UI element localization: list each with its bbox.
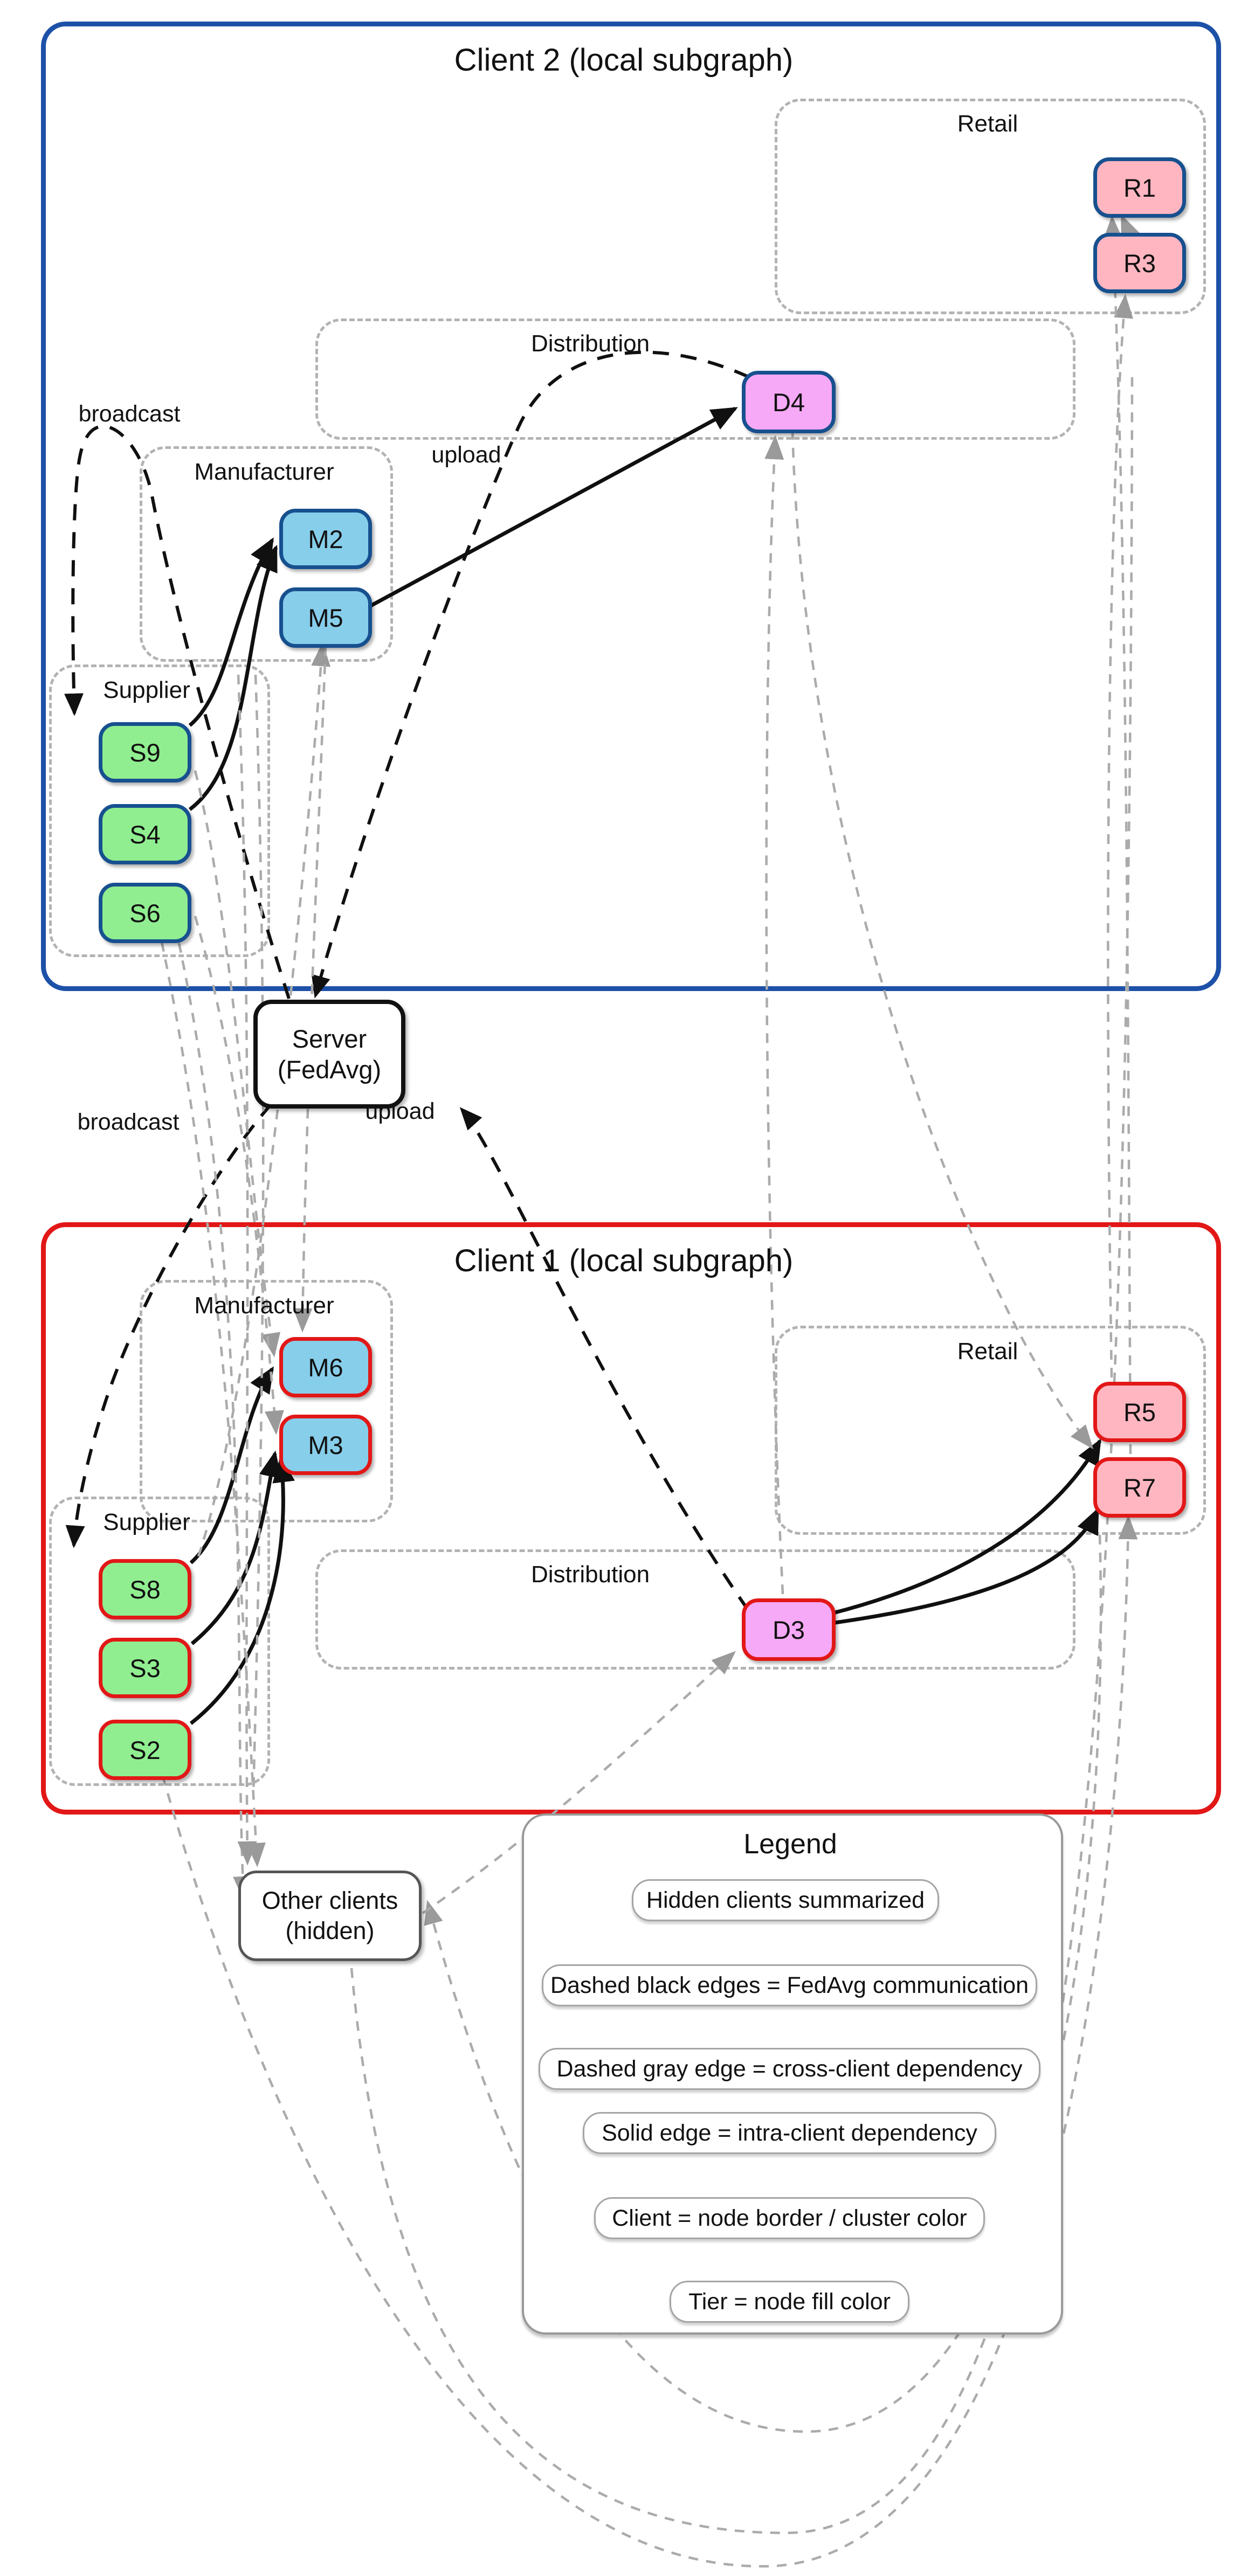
edge-s6-m3 <box>194 916 284 1435</box>
edge-broadcast-client1 <box>65 1103 273 1548</box>
edge-r7-other-bottom-loop <box>424 1534 1102 2433</box>
edge-label-broadcast-bottom: broadcast <box>77 1109 180 1135</box>
node-S3: S3 <box>99 1638 191 1698</box>
edge-upload-client1 <box>459 1107 750 1611</box>
edge-s3-m3 <box>190 1450 282 1645</box>
cluster-label-client1-manufacturer: Manufacturer <box>194 1292 334 1319</box>
edge-supplier2-other-a <box>160 941 266 1867</box>
node-S8: S8 <box>99 1559 191 1619</box>
other-clients-label-line1: Other clients <box>261 1886 398 1914</box>
edge-d3-r5 <box>831 1438 1102 1616</box>
edge-s4-m6 <box>194 770 281 1358</box>
other-clients-label-line2: (hidden) <box>285 1917 375 1944</box>
node-other-clients: Other clients (hidden) <box>238 1871 422 1961</box>
legend-item-hidden-clients: Hidden clients summarized <box>632 1879 939 1921</box>
edge-r7-r1 <box>1103 215 1132 1455</box>
node-D4: D4 <box>742 371 836 433</box>
legend-item-client-color: Client = node border / cluster color <box>594 2197 985 2239</box>
node-R5: R5 <box>1093 1382 1186 1442</box>
legend-item-fedavg-edges: Dashed black edges = FedAvg communicatio… <box>542 1964 1037 2006</box>
node-R1: R1 <box>1093 157 1186 218</box>
cluster-client2-manufacturer <box>140 446 393 662</box>
node-D3: D3 <box>742 1598 836 1661</box>
edge-label-broadcast-top: broadcast <box>78 401 181 427</box>
node-R7: R7 <box>1093 1457 1186 1518</box>
client1-title: Client 1 (local subgraph) <box>454 1243 794 1278</box>
edge-broadcast-client2 <box>64 425 291 999</box>
node-M6: M6 <box>279 1337 372 1397</box>
cluster-client1-supplier <box>49 1497 270 1786</box>
edge-s2-m3 <box>189 1456 295 1725</box>
node-S2: S2 <box>99 1720 191 1780</box>
edge-other-d3 <box>422 1651 736 1914</box>
legend-item-intra-client-edges: Solid edge = intra-client dependency <box>583 2112 996 2154</box>
client2-box <box>41 22 1221 991</box>
cluster-client2-retail <box>775 99 1206 314</box>
edge-bundle-d <box>252 674 265 1795</box>
edge-upload-client2 <box>311 350 750 999</box>
edge-bundle-other-c <box>237 674 257 1866</box>
edge-s8-m6 <box>189 1366 274 1564</box>
node-R3: R3 <box>1093 233 1186 293</box>
edge-d3-r7 <box>831 1507 1100 1625</box>
node-S6: S6 <box>99 883 191 943</box>
cluster-label-client1-supplier: Supplier <box>103 1509 190 1535</box>
legend-title: Legend <box>743 1829 837 1860</box>
cluster-label-client2-retail: Retail <box>957 110 1018 137</box>
server-label-line2: (FedAvg) <box>277 1055 382 1084</box>
node-S9: S9 <box>99 722 191 783</box>
cluster-client2-distribution <box>315 318 1075 440</box>
edge-m5-m6 <box>293 646 327 1333</box>
cluster-label-client1-retail: Retail <box>957 1338 1018 1365</box>
edge-other-r3-bottom-loop <box>350 377 1134 2535</box>
node-M5: M5 <box>279 587 372 648</box>
cluster-label-client2-manufacturer: Manufacturer <box>194 459 334 485</box>
client1-box <box>41 1222 1221 1815</box>
cluster-label-client2-distribution: Distribution <box>530 330 650 357</box>
edge-r3-r1 <box>1121 214 1141 243</box>
node-M2: M2 <box>279 509 372 569</box>
legend-item-tier-color: Tier = node fill color <box>670 2281 909 2323</box>
edge-d3-d4 <box>764 435 784 1595</box>
edge-s4-m2 <box>188 544 278 811</box>
node-server: Server (FedAvg) <box>253 1000 405 1109</box>
edge-r5-r3 <box>1107 294 1133 1378</box>
edge-d4-r5 <box>791 430 1094 1450</box>
edge-supplier2-other-b <box>177 943 253 1901</box>
cluster-label-client2-supplier: Supplier <box>103 677 190 703</box>
cluster-client1-distribution <box>315 1549 1075 1670</box>
edge-label-upload-top: upload <box>431 442 501 468</box>
edge-s8-m5 <box>197 642 331 1557</box>
cluster-label-client1-distribution: Distribution <box>530 1561 650 1588</box>
node-S4: S4 <box>99 804 191 864</box>
edge-m5-d4 <box>368 406 738 609</box>
cluster-client2-supplier <box>49 664 270 957</box>
node-M3: M3 <box>279 1415 372 1475</box>
server-label-line1: Server <box>292 1024 367 1053</box>
legend-item-cross-client-edges: Dashed gray edge = cross-client dependen… <box>539 2048 1040 2090</box>
client2-title: Client 2 (local subgraph) <box>454 43 794 78</box>
